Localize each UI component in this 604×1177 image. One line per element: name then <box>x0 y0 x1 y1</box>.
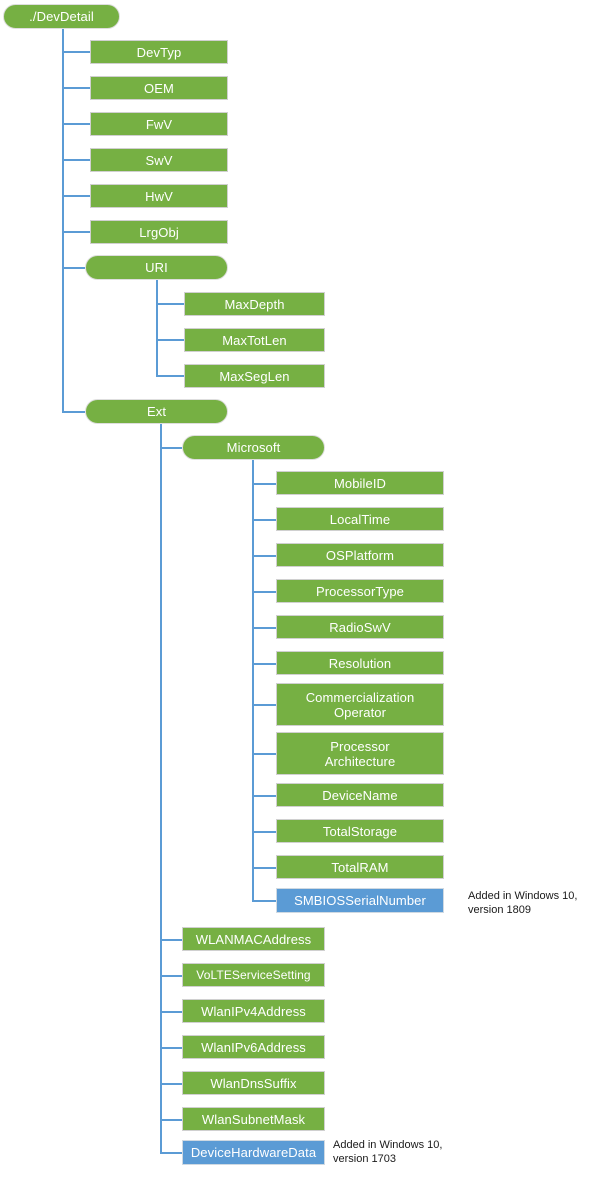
node-totalstorage[interactable]: TotalStorage <box>276 819 444 843</box>
connector-root-to-devtyp <box>62 51 90 53</box>
node-swv[interactable]: SwV <box>90 148 228 172</box>
annotation-smbiosserialnumber-version: Added in Windows 10, version 1809 <box>468 890 578 916</box>
node-resolution[interactable]: Resolution <box>276 651 444 675</box>
node-localtime[interactable]: LocalTime <box>276 507 444 531</box>
node-devtyp[interactable]: DevTyp <box>90 40 228 64</box>
node-processortype[interactable]: ProcessorType <box>276 579 444 603</box>
connector-uri-to-maxtotlen <box>156 339 184 341</box>
connector-root-to-ext <box>62 411 85 413</box>
node-maxdepth[interactable]: MaxDepth <box>184 292 325 316</box>
connector-ext-to-wlanmacaddress <box>160 939 182 941</box>
node-totalram[interactable]: TotalRAM <box>276 855 444 879</box>
connector-ext-to-wlansubnetmask <box>160 1119 182 1121</box>
connector-root-trunk <box>62 29 64 412</box>
connector-root-to-swv <box>62 159 90 161</box>
node-voltesservicesetting[interactable]: VoLTEServiceSetting <box>182 963 325 987</box>
connector-microsoft-to-radioswv <box>252 627 276 629</box>
node-processorarchitecture[interactable]: Processor Architecture <box>276 732 444 775</box>
connector-root-to-lrgobj <box>62 231 90 233</box>
connector-ext-to-wlandnssuffix <box>160 1083 182 1085</box>
connector-microsoft-to-osplatform <box>252 555 276 557</box>
annotation-devicehardwaredata-version: Added in Windows 10, version 1703 <box>333 1139 443 1165</box>
connector-uri-to-maxseglen <box>156 375 184 377</box>
connector-microsoft-to-smbiosserialnumber <box>252 900 276 902</box>
node-wlanipv4address[interactable]: WlanIPv4Address <box>182 999 325 1023</box>
node-lrgobj[interactable]: LrgObj <box>90 220 228 244</box>
connector-root-to-fwv <box>62 123 90 125</box>
node-radioswv[interactable]: RadioSwV <box>276 615 444 639</box>
connector-microsoft-to-commercializationoperator <box>252 704 276 706</box>
node-fwv[interactable]: FwV <box>90 112 228 136</box>
connector-microsoft-to-processorarchitecture <box>252 753 276 755</box>
node-microsoft[interactable]: Microsoft <box>182 435 325 460</box>
connector-microsoft-to-localtime <box>252 519 276 521</box>
node-hwv[interactable]: HwV <box>90 184 228 208</box>
connector-ext-trunk <box>160 424 162 1152</box>
node-osplatform[interactable]: OSPlatform <box>276 543 444 567</box>
connector-root-to-oem <box>62 87 90 89</box>
connector-ext-to-wlanipv4address <box>160 1011 182 1013</box>
node-uri[interactable]: URI <box>85 255 228 280</box>
connector-ext-to-devicehardwaredata <box>160 1152 182 1154</box>
connector-microsoft-to-mobileid <box>252 483 276 485</box>
node-wlanipv6address[interactable]: WlanIPv6Address <box>182 1035 325 1059</box>
node-devicehardwaredata[interactable]: DeviceHardwareData <box>182 1140 325 1165</box>
connector-microsoft-to-devicename <box>252 795 276 797</box>
connector-ext-to-wlanipv6address <box>160 1047 182 1049</box>
connector-root-to-hwv <box>62 195 90 197</box>
connector-microsoft-to-totalram <box>252 867 276 869</box>
node-smbiosserialnumber[interactable]: SMBIOSSerialNumber <box>276 888 444 913</box>
connector-uri-trunk <box>156 280 158 376</box>
node-maxtotlen[interactable]: MaxTotLen <box>184 328 325 352</box>
node-mobileid[interactable]: MobileID <box>276 471 444 495</box>
connector-ext-to-microsoft <box>160 447 182 449</box>
node-commercializationoperator[interactable]: Commercialization Operator <box>276 683 444 726</box>
node-wlandnssuffix[interactable]: WlanDnsSuffix <box>182 1071 325 1095</box>
connector-uri-to-maxdepth <box>156 303 184 305</box>
connector-microsoft-trunk <box>252 460 254 901</box>
connector-microsoft-to-totalstorage <box>252 831 276 833</box>
node-maxseglen[interactable]: MaxSegLen <box>184 364 325 388</box>
node-devicename[interactable]: DeviceName <box>276 783 444 807</box>
node-oem[interactable]: OEM <box>90 76 228 100</box>
node-wlanmacaddress[interactable]: WLANMACAddress <box>182 927 325 951</box>
connector-ext-to-voltesservicesetting <box>160 975 182 977</box>
connector-microsoft-to-resolution <box>252 663 276 665</box>
node-wlansubnetmask[interactable]: WlanSubnetMask <box>182 1107 325 1131</box>
connector-root-to-uri <box>62 267 85 269</box>
node-root-devdetail[interactable]: ./DevDetail <box>3 4 120 29</box>
connector-microsoft-to-processortype <box>252 591 276 593</box>
node-ext[interactable]: Ext <box>85 399 228 424</box>
